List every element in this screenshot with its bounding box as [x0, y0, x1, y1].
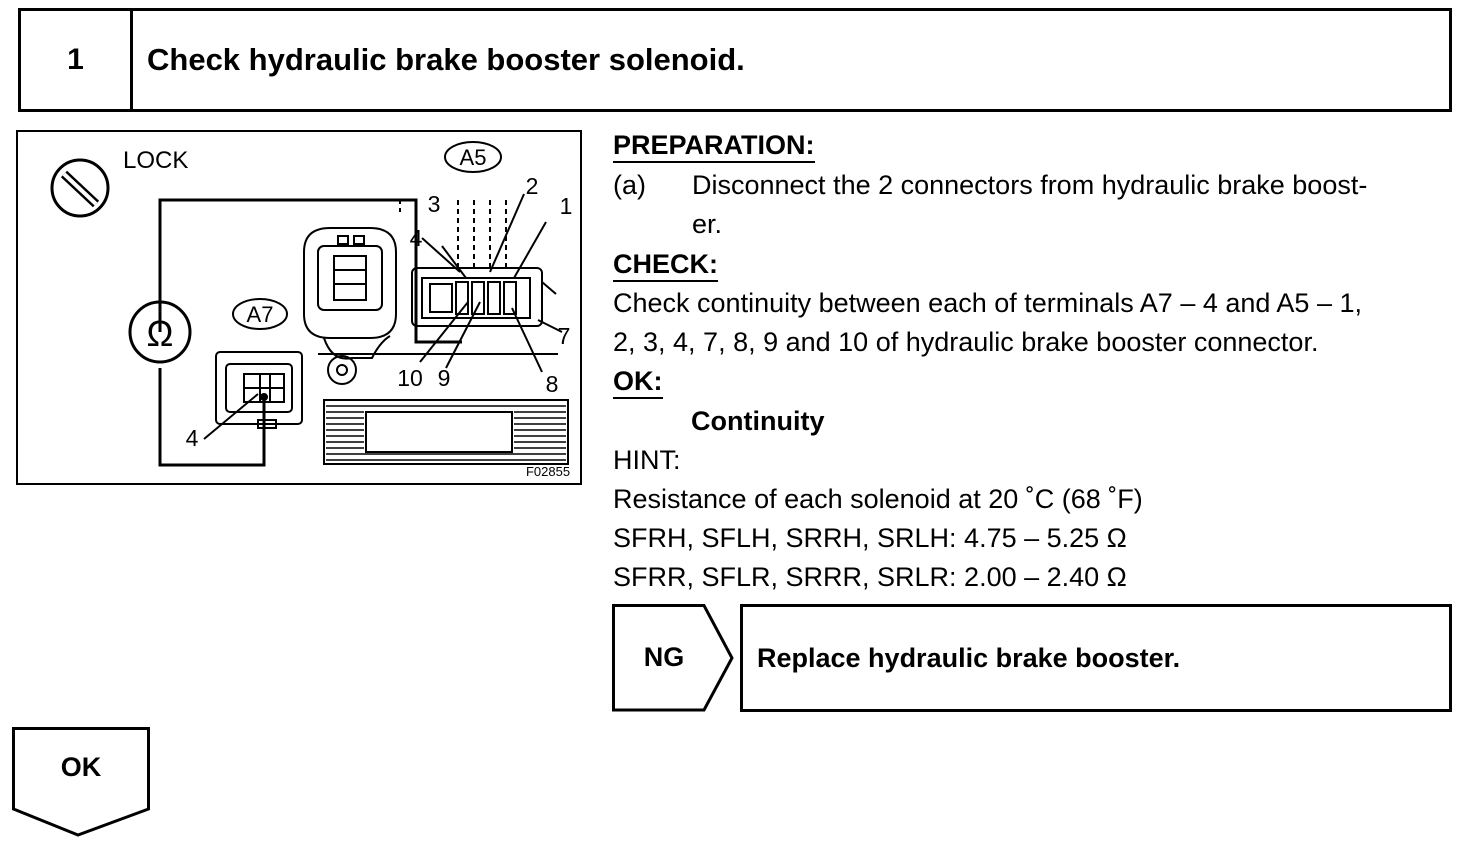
step-header: 1 Check hydraulic brake booster solenoid…	[18, 8, 1452, 112]
pin-label-9: 9	[438, 365, 451, 391]
ng-label: NG	[643, 641, 685, 672]
check-line1: Check continuity between each of termina…	[613, 288, 1362, 318]
check-line2: 2, 3, 4, 7, 8, 9 and 10 of hydraulic bra…	[613, 327, 1319, 357]
diagram-drawing: LOCK Ω A7 A5 3 2 1 4 7 10 9 8 4 F02855	[50, 141, 573, 479]
check-heading: CHECK:	[613, 245, 718, 284]
a7-label: A7	[247, 302, 274, 327]
pin-label-10: 10	[397, 365, 423, 391]
ohm-symbol: Ω	[147, 313, 174, 354]
ok-arrow-shape	[12, 727, 150, 837]
ok-heading: OK:	[613, 362, 663, 401]
figure-code: F02855	[526, 464, 570, 479]
hint-line3: SFRR, SFLR, SRRR, SRLR: 2.00 – 2.40 Ω	[613, 562, 1127, 592]
wiring-diagram: LOCK Ω A7 A5 3 2 1 4 7 10 9 8 4 F02855	[16, 130, 582, 485]
lock-label: LOCK	[123, 147, 188, 174]
hint-line1: Resistance of each solenoid at 20 ˚C (68…	[613, 484, 1143, 514]
pin-label-3: 3	[428, 191, 441, 217]
ok-value: Continuity	[691, 406, 825, 436]
ignition-lock-icon	[50, 158, 110, 218]
prep-item-label: (a)	[613, 170, 646, 200]
ng-arrow-shape	[612, 604, 734, 712]
pin-label-1: 1	[560, 193, 573, 219]
step-title: Check hydraulic brake booster solenoid.	[147, 42, 745, 77]
ng-action: Replace hydraulic brake booster.	[740, 604, 1452, 712]
step-number: 1	[21, 11, 133, 109]
ok-flow-label: OK	[60, 751, 102, 782]
ohmmeter-icon	[128, 300, 192, 364]
a7-pin-label: 4	[186, 425, 199, 451]
pin-label-4: 4	[410, 225, 423, 251]
pin-label-2: 2	[526, 173, 539, 199]
prep-item-line1: Disconnect the 2 connectors from hydraul…	[692, 170, 1368, 200]
hint-heading: HINT:	[613, 445, 681, 475]
pin-label-8: 8	[546, 371, 559, 397]
pin-label-7: 7	[558, 323, 571, 349]
hint-line2: SFRH, SFLH, SRRH, SRLH: 4.75 – 5.25 Ω	[613, 523, 1127, 553]
prep-item-line2: er.	[692, 209, 723, 239]
a5-label: A5	[460, 145, 487, 170]
preparation-heading: PREPARATION:	[613, 126, 815, 165]
